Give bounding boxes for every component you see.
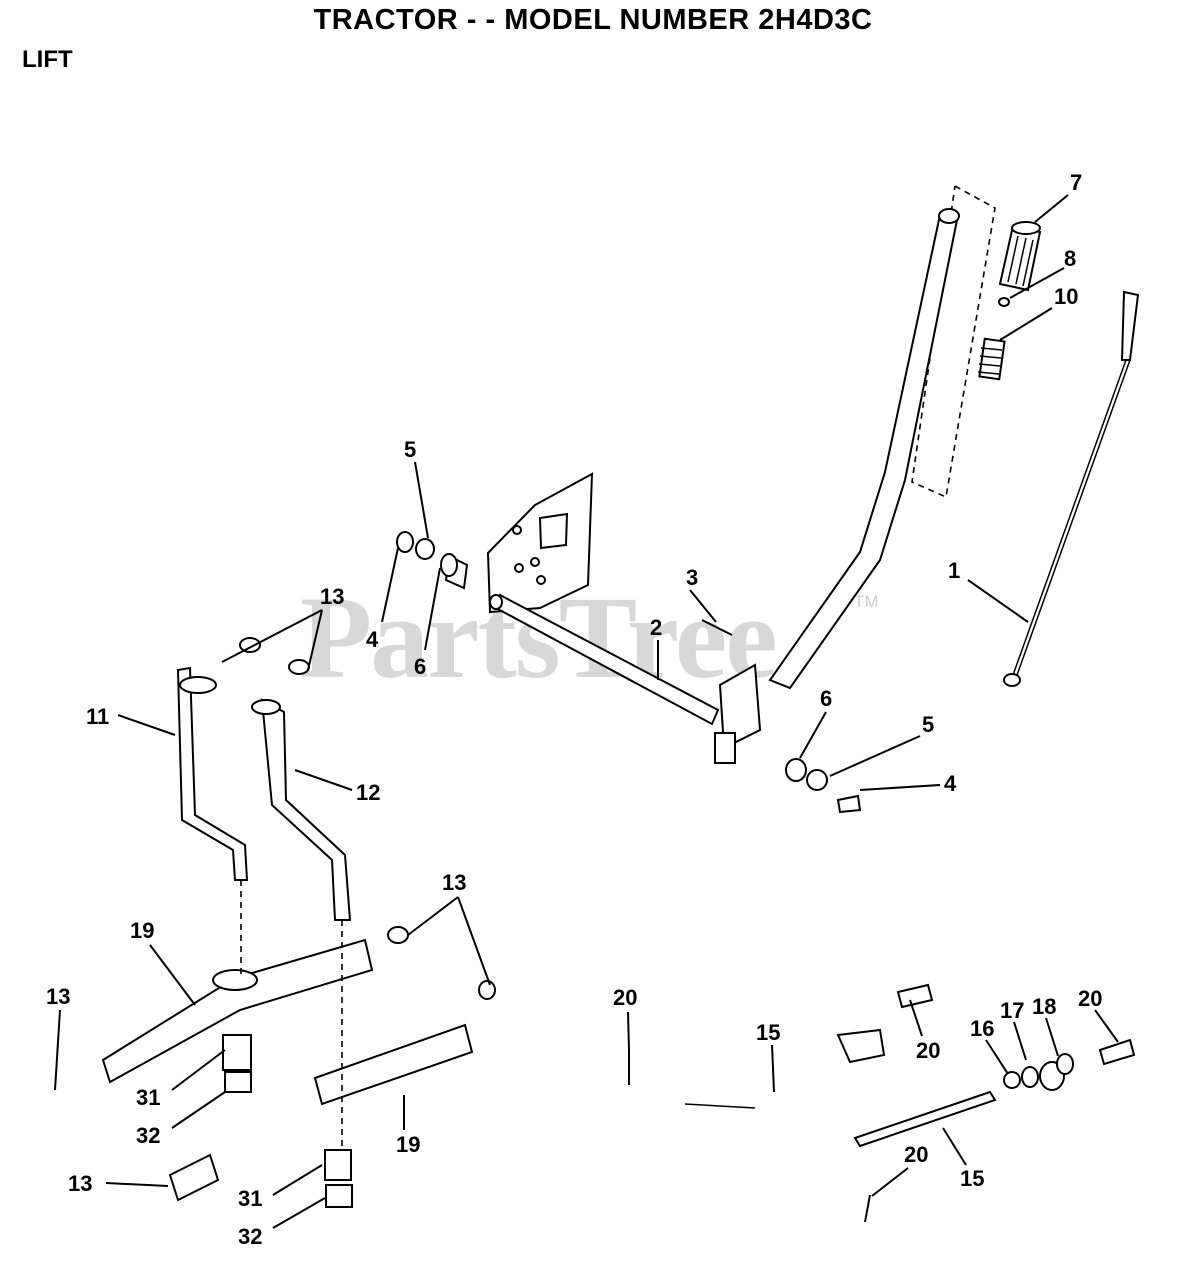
washer-5-right [806,769,828,791]
handle-grip-7 [998,221,1042,292]
callout-13-left: 13 [46,984,70,1009]
lift-link-12 [251,698,352,921]
callout-15-lower: 15 [960,1166,984,1191]
callout-4-left: 4 [366,627,379,652]
nut-32-right [325,1184,353,1208]
callout-4-right: 4 [944,771,957,796]
hairpin-13-mid [387,926,496,1000]
spacer-15 [684,1103,756,1109]
callout-32-right: 32 [238,1224,262,1249]
clip-4-right [836,794,862,814]
callout-8: 8 [1064,246,1076,271]
pin-20-bottom [864,1194,871,1223]
callout-7: 7 [1070,170,1082,195]
callout-12: 12 [356,780,380,805]
callout-20-center: 20 [916,1038,940,1063]
lift-shaft-2 [489,593,720,726]
callout-32-left: 32 [136,1123,160,1148]
callout-17: 17 [1000,998,1024,1023]
callout-3: 3 [686,565,698,590]
bushing-6-right [785,758,807,782]
callout-20-bottom: 20 [904,1142,928,1167]
bushing-6-left [440,553,469,590]
pin-3 [701,619,733,636]
callout-1: 1 [948,558,960,583]
callout-20-right: 20 [1078,986,1102,1011]
callout-10: 10 [1054,284,1078,309]
lift-handle [768,208,960,690]
bracket-13-bottom [168,1153,220,1202]
button-8 [998,297,1010,307]
callout-31-right: 31 [238,1186,262,1211]
lift-link-11 [176,666,249,881]
callout-19-lower: 19 [396,1132,420,1157]
callout-5-left: 5 [404,437,416,462]
clevis-center [836,983,934,1064]
nut-32-left [224,1071,252,1093]
callout-5-right: 5 [922,712,934,737]
callout-16: 16 [970,1016,994,1041]
callout-6-right: 6 [820,686,832,711]
section-title: LIFT [22,46,73,73]
lift-arm-19-upper [101,938,374,1084]
spring-31-left [222,1034,252,1071]
spring-10 [977,337,1006,381]
lift-rod-1 [1003,290,1140,687]
mounting-bracket [486,472,594,614]
page-title: TRACTOR - - MODEL NUMBER 2H4D3C [313,4,873,36]
callout-13-mid: 13 [442,870,466,895]
callout-11: 11 [86,704,109,729]
lift-arm-19-lower [313,1023,474,1106]
clip-4-left [396,531,414,553]
hardware-stack [1003,1038,1136,1091]
callout-18: 18 [1032,994,1056,1019]
leader-lines [54,194,1119,1229]
rod-15-lower [853,1090,997,1148]
callout-20-left: 20 [613,985,637,1010]
callout-6-left: 6 [414,654,426,679]
callout-15-upper: 15 [756,1020,780,1045]
callout-13-bottom: 13 [68,1171,92,1196]
callout-13-top: 13 [320,584,344,609]
hairpin-13-top [239,637,310,675]
washer-5-left [415,538,435,560]
callout-31-left: 31 [136,1085,160,1110]
spring-31-right [324,1149,352,1181]
watermark-trademark: TM [854,592,879,611]
shaft-arm [714,663,762,764]
handle-sleeve [911,185,996,499]
callout-19-upper: 19 [130,918,154,943]
callout-2: 2 [650,615,662,640]
